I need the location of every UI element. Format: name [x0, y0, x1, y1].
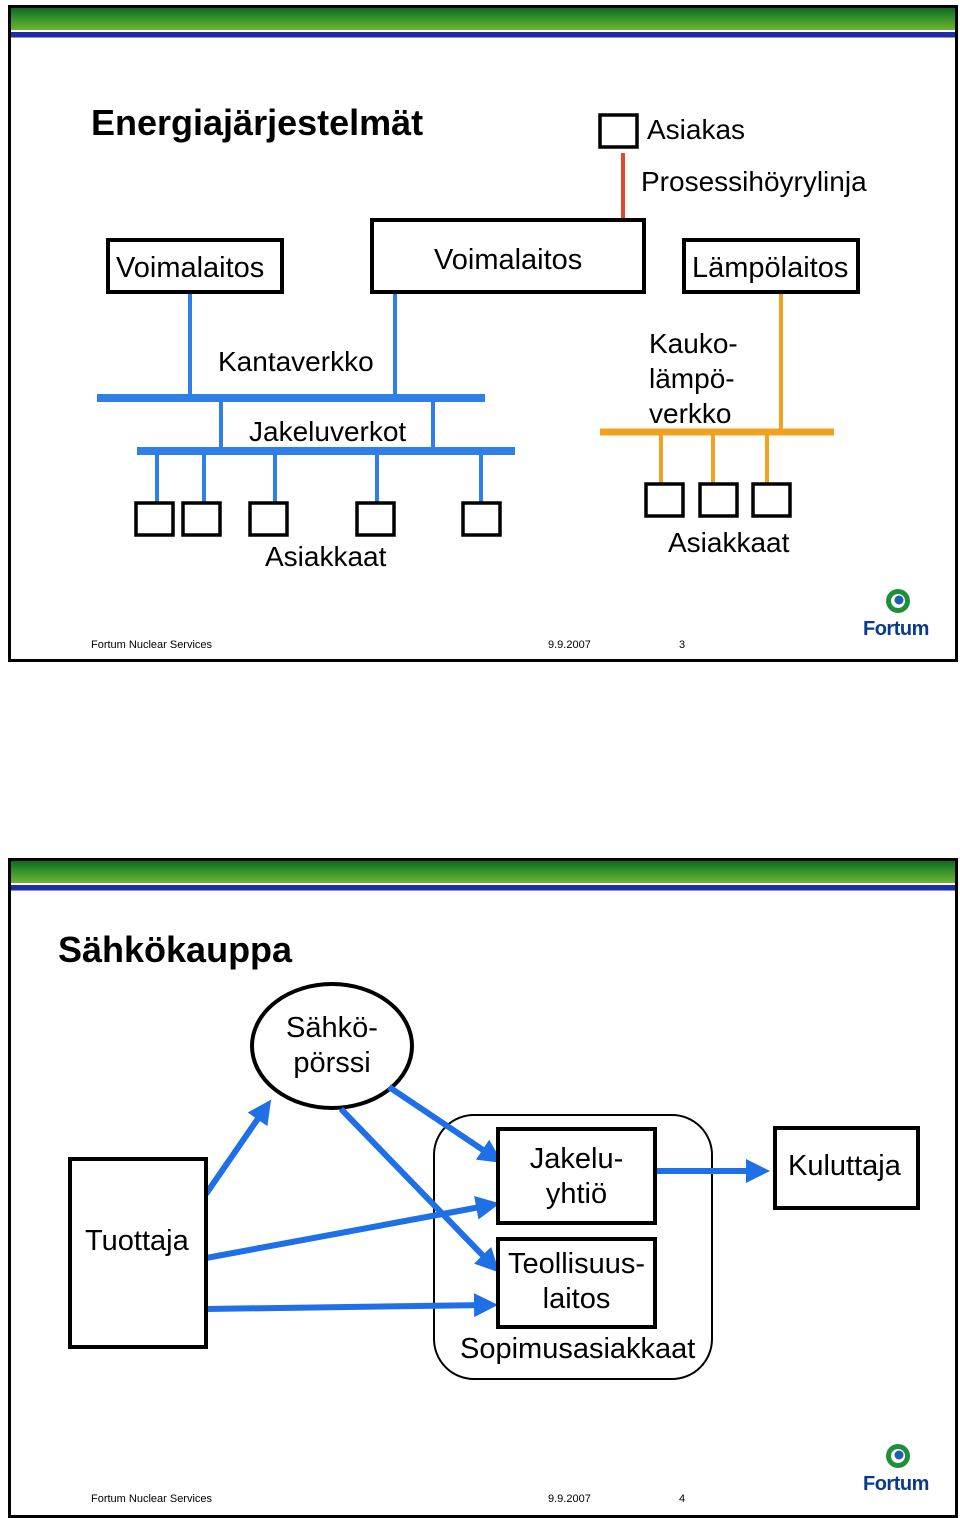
heating-plant-label: Lämpölaitos [692, 252, 849, 284]
industrial-plant-label-1: Teollisuus- [508, 1248, 645, 1280]
flow-arrows [203, 1084, 770, 1318]
fortum-logo-emblem [886, 589, 910, 613]
industrial-plant-label-2: laitos [542, 1283, 611, 1315]
main-grid-label: Kantaverkko [218, 346, 374, 377]
fortum-logo-emblem [886, 1444, 910, 1468]
header-rule-thin [11, 37, 955, 38]
heating-plant-box: Lämpölaitos [682, 238, 860, 294]
header-rule [11, 885, 955, 890]
distribution-company-box: Jakelu- yhtiö [496, 1127, 657, 1225]
power-plant-left-box: Voimalaitos [106, 238, 284, 294]
header-rule [11, 32, 955, 37]
footer-company: Fortum Nuclear Services [91, 1493, 213, 1505]
fortum-logo: Fortum [863, 588, 933, 644]
fortum-logo: Fortum [863, 1443, 933, 1499]
distribution-company-label-1: Jakelu- [529, 1143, 624, 1175]
district-heat-label-2: lämpö- [649, 363, 735, 394]
footer-page-number: 4 [679, 1493, 686, 1505]
district-heat-network [600, 293, 834, 486]
distribution-grid-label: Jakeluverkot [249, 416, 407, 447]
producer-label: Tuottaja [85, 1225, 189, 1257]
fortum-logo-wordmark: Fortum [863, 1473, 929, 1495]
energy-network-diagram [97, 113, 834, 537]
customer-squares [134, 113, 792, 537]
header-band [11, 8, 955, 30]
customer-label: Asiakas [647, 114, 746, 145]
consumer-box: Kuluttaja [773, 1126, 920, 1210]
contract-customers-label: Sopimusasiakkaat [460, 1333, 696, 1365]
customers-right-label: Asiakkaat [668, 527, 790, 558]
arrow-producer-to-industry [205, 1293, 498, 1318]
slide-title: Sähkökauppa [58, 929, 293, 970]
power-plant-center-label: Voimalaitos [434, 244, 583, 276]
power-plant-center-box: Voimalaitos [370, 218, 646, 294]
exchange-label-1: Sähkö- [286, 1012, 378, 1044]
process-steam-label: Prosessihöyrylinja [641, 166, 867, 197]
arrow-producer-to-distribution [205, 1195, 500, 1261]
arrow-producer-to-exchange [203, 1099, 272, 1196]
header-band [11, 861, 955, 883]
footer-page-number: 3 [679, 639, 686, 651]
footer-date: 9.9.2007 [548, 1493, 591, 1505]
arrow-exchange-to-industry [338, 1106, 500, 1273]
fortum-logo-wordmark: Fortum [863, 618, 929, 640]
footer-date: 9.9.2007 [548, 639, 591, 651]
exchange-ellipse [250, 982, 414, 1110]
slide-electricity-trade: Sähkökauppa Sähkö- pörssi Tuottaja Jakel… [8, 858, 958, 1518]
consumer-label: Kuluttaja [788, 1150, 901, 1182]
footer-company: Fortum Nuclear Services [91, 639, 213, 651]
distribution-company-label-2: yhtiö [545, 1178, 608, 1210]
header-rule-thin [11, 890, 955, 891]
slide-energy-systems: Energiajärjestelmät Asiakas Prosessihöyr… [8, 5, 958, 662]
electric-grid [97, 293, 515, 505]
industrial-plant-box: Teollisuus- laitos [496, 1237, 657, 1329]
producer-box: Tuottaja [68, 1157, 208, 1349]
district-heat-label-1: Kauko- [649, 328, 738, 359]
exchange-label-2: pörssi [293, 1047, 371, 1079]
power-plant-left-label: Voimalaitos [116, 252, 265, 284]
slide-title: Energiajärjestelmät [91, 102, 424, 143]
arrow-exchange-to-distribution [387, 1084, 503, 1164]
district-heat-label-3: verkko [649, 398, 732, 429]
customers-left-label: Asiakkaat [265, 541, 387, 572]
